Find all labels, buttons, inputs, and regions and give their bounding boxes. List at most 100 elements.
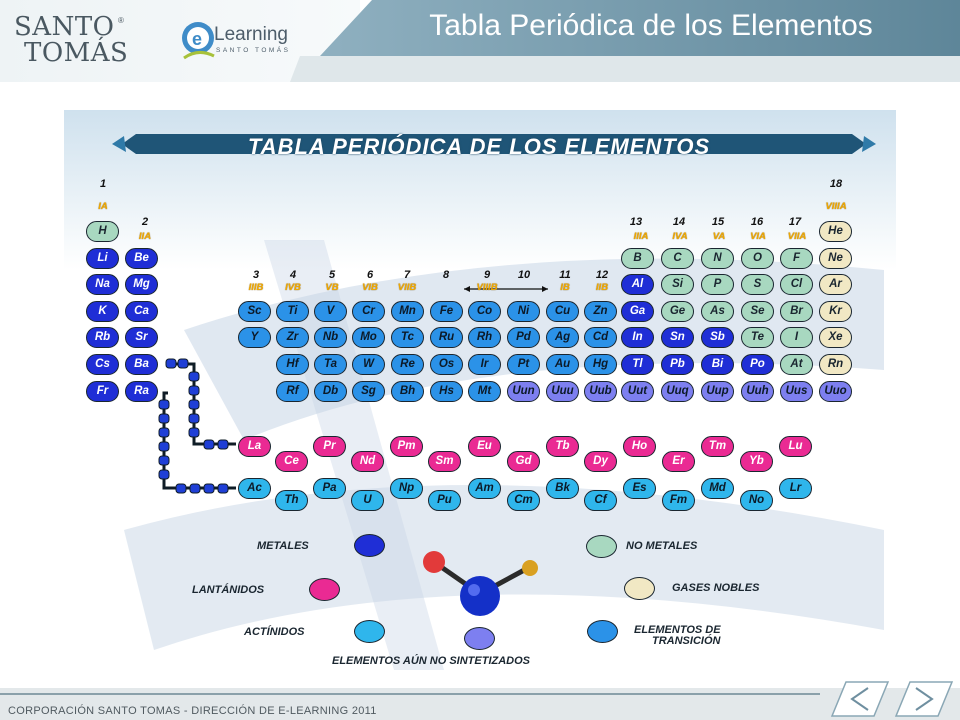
group-number: 2 xyxy=(141,216,149,228)
element-co: Co xyxy=(468,301,501,322)
element-si: Si xyxy=(661,274,694,295)
element-uuo: Uuo xyxy=(819,381,852,402)
element-la: La xyxy=(238,436,271,457)
element-rh: Rh xyxy=(468,327,501,348)
element-lu: Lu xyxy=(779,436,812,457)
group-number: 18 xyxy=(829,178,843,190)
element-cd: Cd xyxy=(584,327,617,348)
element-p: P xyxy=(701,274,734,295)
element-no: No xyxy=(740,490,773,511)
footer-divider xyxy=(0,693,820,695)
element-ni: Ni xyxy=(507,301,540,322)
element-uuu: Uuu xyxy=(546,381,579,402)
periodic-table-image: TABLA PERIÓDICA DE LOS ELEMENTOS 1 2 3 4… xyxy=(64,110,896,678)
group-number: 7 xyxy=(403,269,411,281)
element-al: Al xyxy=(621,274,654,295)
element-am: Am xyxy=(468,478,501,499)
previous-slide-button[interactable] xyxy=(830,680,890,718)
element-te: Te xyxy=(741,327,774,348)
svg-text:e: e xyxy=(192,29,202,49)
element-nd: Nd xyxy=(351,451,384,472)
element-bi: Bi xyxy=(701,354,734,375)
element-hs: Hs xyxy=(430,381,463,402)
element-cr: Cr xyxy=(352,301,385,322)
legend-unsynthesized-label: ELEMENTOS AÚN NO SINTETIZADOS xyxy=(332,655,531,667)
element-cl: Cl xyxy=(780,274,813,295)
group-number: 9 xyxy=(483,269,491,281)
element-ra: Ra xyxy=(125,381,158,402)
element-sg: Sg xyxy=(352,381,385,402)
element-er: Er xyxy=(662,451,695,472)
element-uut: Uut xyxy=(621,381,654,402)
element-pm: Pm xyxy=(390,436,423,457)
group-number: 10 xyxy=(517,269,531,281)
element-ne: Ne xyxy=(819,248,852,269)
chevron-right-icon xyxy=(915,687,934,711)
group-number: 11 xyxy=(559,269,571,281)
group-roman-label: IIIA xyxy=(633,231,649,242)
element-fr: Fr xyxy=(86,381,119,402)
element-k: K xyxy=(86,301,119,322)
legend-actinides-label: ACTÍNIDOS xyxy=(244,626,305,638)
element-cs: Cs xyxy=(86,354,119,375)
element-uup: Uup xyxy=(701,381,734,402)
group-roman-label: IVA xyxy=(672,231,688,242)
element-o: O xyxy=(741,248,774,269)
legend-metals-label: METALES xyxy=(257,540,309,552)
group-roman-label: IIB xyxy=(595,282,609,293)
legend-lanthanides-label: LANTÁNIDOS xyxy=(192,584,265,596)
element-ho: Ho xyxy=(623,436,656,457)
element-li: Li xyxy=(86,248,119,269)
footer-text: CORPORACIÓN SANTO TOMAS - DIRECCIÓN DE E… xyxy=(8,705,377,717)
element-uus: Uus xyxy=(780,381,813,402)
legend-unsynthesized-swatch xyxy=(464,627,495,650)
element-br: Br xyxy=(780,301,813,322)
group-roman-label: VIB xyxy=(362,282,378,293)
group-roman-label: VIA xyxy=(750,231,766,242)
element-b: B xyxy=(621,248,654,269)
element-db: Db xyxy=(314,381,347,402)
element-pt: Pt xyxy=(507,354,540,375)
group-roman-label: VA xyxy=(712,231,726,242)
element-at: At xyxy=(780,354,813,375)
element-rf: Rf xyxy=(276,381,309,402)
element-os: Os xyxy=(430,354,463,375)
element-dy: Dy xyxy=(584,451,617,472)
element-th: Th xyxy=(275,490,308,511)
element-md: Md xyxy=(701,478,734,499)
element-f: F xyxy=(780,248,813,269)
table-banner: TABLA PERIÓDICA DE LOS ELEMENTOS xyxy=(247,134,711,159)
legend-transition-swatch xyxy=(587,620,618,643)
group-roman-label: IVB xyxy=(285,282,301,293)
group-number: 15 xyxy=(711,216,725,228)
group-number: 5 xyxy=(328,269,336,281)
next-slide-button[interactable] xyxy=(894,680,954,718)
element-y: Y xyxy=(238,327,271,348)
element-ga: Ga xyxy=(621,301,654,322)
element-zr: Zr xyxy=(276,327,309,348)
elearning-subtitle: SANTO TOMÁS xyxy=(216,47,291,54)
element-es: Es xyxy=(623,478,656,499)
element-u: U xyxy=(351,490,384,511)
group-number: 13 xyxy=(629,216,643,228)
element-xe: Xe xyxy=(819,327,852,348)
element-ir: Ir xyxy=(468,354,501,375)
element-ge: Ge xyxy=(661,301,694,322)
element-cf: Cf xyxy=(584,490,617,511)
title-band-shape xyxy=(290,0,960,82)
element-ag: Ag xyxy=(546,327,579,348)
element-ta: Ta xyxy=(314,354,347,375)
element-v: V xyxy=(314,301,347,322)
element-ca: Ca xyxy=(125,301,158,322)
element-bh: Bh xyxy=(391,381,424,402)
element-ce: Ce xyxy=(275,451,308,472)
brand-registered-mark: ® xyxy=(118,16,124,25)
element-ba: Ba xyxy=(125,354,158,375)
element-sc: Sc xyxy=(238,301,271,322)
element-nb: Nb xyxy=(314,327,347,348)
element-ac: Ac xyxy=(238,478,271,499)
element-tl: Tl xyxy=(621,354,654,375)
element-se: Se xyxy=(741,301,774,322)
element-ti: Ti xyxy=(276,301,309,322)
element-as: As xyxy=(701,301,734,322)
